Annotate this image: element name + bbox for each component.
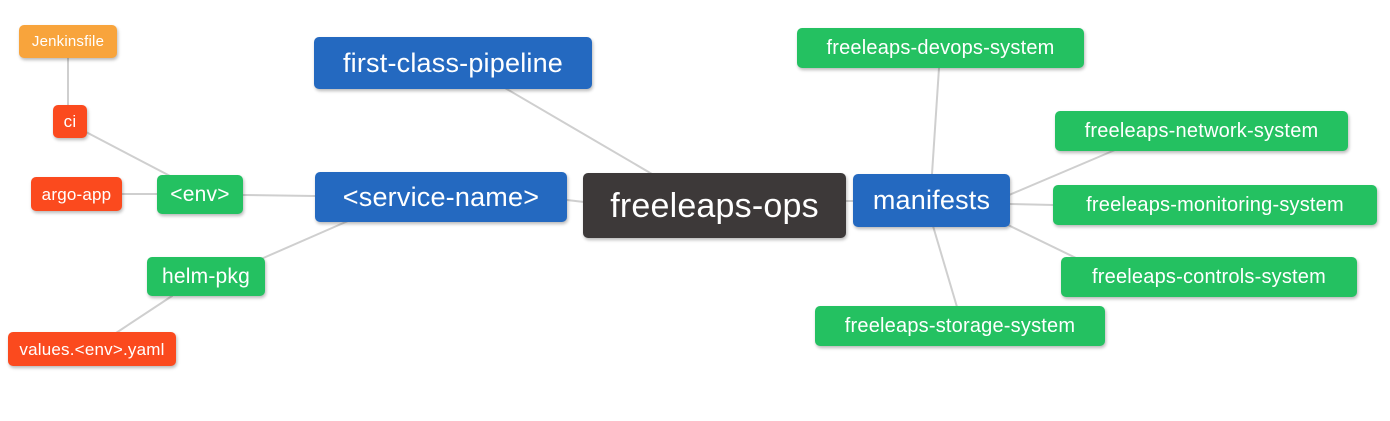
edge-manifests-to-freeleaps-controls-system	[1005, 223, 1077, 259]
node-argo-app[interactable]: argo-app	[31, 177, 122, 211]
node-freeleaps-monitoring-system[interactable]: freeleaps-monitoring-system	[1053, 185, 1377, 225]
edge-manifests-to-freeleaps-storage-system	[932, 225, 958, 308]
node-first-class-pipeline[interactable]: first-class-pipeline	[314, 37, 592, 89]
edge-helm-pkg-to-values-env-yaml	[115, 295, 173, 334]
edge-env-to-service-name	[242, 194, 316, 197]
edge-service-name-to-helm-pkg	[260, 220, 349, 260]
node-freeleaps-storage-system[interactable]: freeleaps-storage-system	[815, 306, 1105, 346]
node-freeleaps-devops-system[interactable]: freeleaps-devops-system	[797, 28, 1084, 68]
node-freeleaps-network-system[interactable]: freeleaps-network-system	[1055, 111, 1348, 151]
edge-ci-to-env	[85, 131, 173, 178]
edge-service-name-to-freeleaps-ops	[566, 199, 585, 203]
node-values-env-yaml[interactable]: values.<env>.yaml	[8, 332, 176, 366]
node-jenkinsfile[interactable]: Jenkinsfile	[19, 25, 117, 58]
edge-first-class-pipeline-to-freeleaps-ops	[504, 87, 653, 175]
node-freeleaps-ops[interactable]: freeleaps-ops	[583, 173, 846, 238]
edge-manifests-to-freeleaps-monitoring-system	[1008, 203, 1055, 206]
node-manifests[interactable]: manifests	[853, 174, 1010, 227]
node-helm-pkg[interactable]: helm-pkg	[147, 257, 265, 296]
node-freeleaps-controls-system[interactable]: freeleaps-controls-system	[1061, 257, 1357, 297]
node-env[interactable]: <env>	[157, 175, 243, 214]
node-service-name[interactable]: <service-name>	[315, 172, 567, 222]
edge-manifests-to-freeleaps-devops-system	[931, 67, 940, 175]
node-ci[interactable]: ci	[53, 105, 87, 138]
